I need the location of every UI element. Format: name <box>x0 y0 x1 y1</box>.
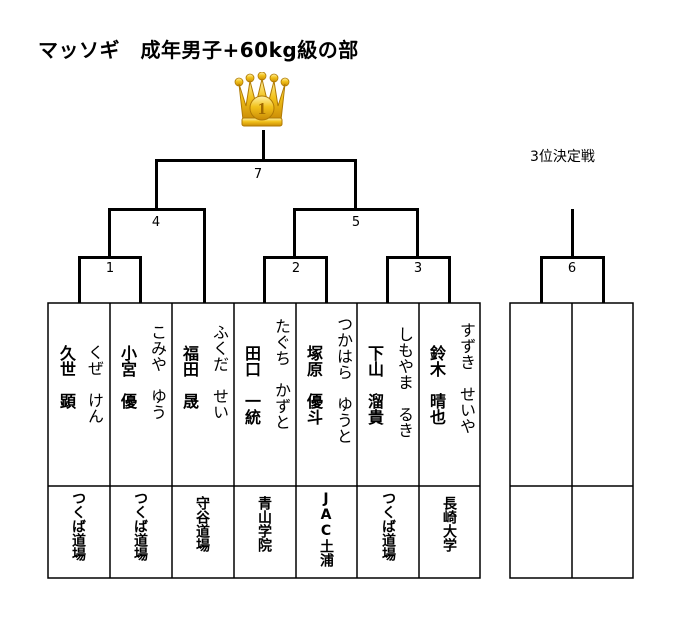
competitor-name: 下山 溜貴 <box>365 345 384 425</box>
competitor-kana: たぐち かずと <box>272 318 291 430</box>
competitor-name: 田口 一統 <box>242 345 261 425</box>
competitor-club: つくば道場 <box>70 491 86 561</box>
match-number-1: 1 <box>98 262 122 276</box>
competitor-club: 長崎大学 <box>441 496 457 552</box>
match-number-2: 2 <box>284 262 308 276</box>
competitor-name: 塚原 優斗 <box>304 345 323 425</box>
competitor-kana: しもやま るき <box>395 326 414 438</box>
match-number-6: 6 <box>560 262 584 276</box>
competitor-name: 小宮 優 <box>118 345 137 409</box>
competitor-kana: こみや ゆう <box>148 324 167 420</box>
competitor-club: つくば道場 <box>132 491 148 561</box>
competitor-club: 守谷道場 <box>194 496 210 552</box>
competitor-name: 久世 顕 <box>57 345 76 409</box>
competitor-club: JAC土浦 <box>318 491 334 567</box>
competitor-name: 福田 晟 <box>180 345 199 409</box>
champion-rank-label: 1 <box>258 99 267 118</box>
match-number-4: 4 <box>144 216 168 230</box>
competitor-club: 青山学院 <box>256 496 272 552</box>
page-title: マッソギ 成年男子+60kg級の部 <box>38 38 359 62</box>
competitor-kana: ふくだ せい <box>210 324 229 420</box>
match-number-5: 5 <box>344 216 368 230</box>
competitor-kana: つかはら ゆうと <box>334 316 353 444</box>
competitor-name: 鈴木 晴也 <box>427 345 446 425</box>
third-place-title: 3位決定戦 <box>530 149 595 165</box>
competitor-club: つくば道場 <box>380 491 396 561</box>
crown-icon: 1 <box>234 72 290 127</box>
competitor-kana: くぜ けん <box>85 344 104 424</box>
match-number-7: 7 <box>246 168 270 182</box>
match-number-3: 3 <box>406 262 430 276</box>
competitor-kana: すずき せいや <box>457 322 476 434</box>
